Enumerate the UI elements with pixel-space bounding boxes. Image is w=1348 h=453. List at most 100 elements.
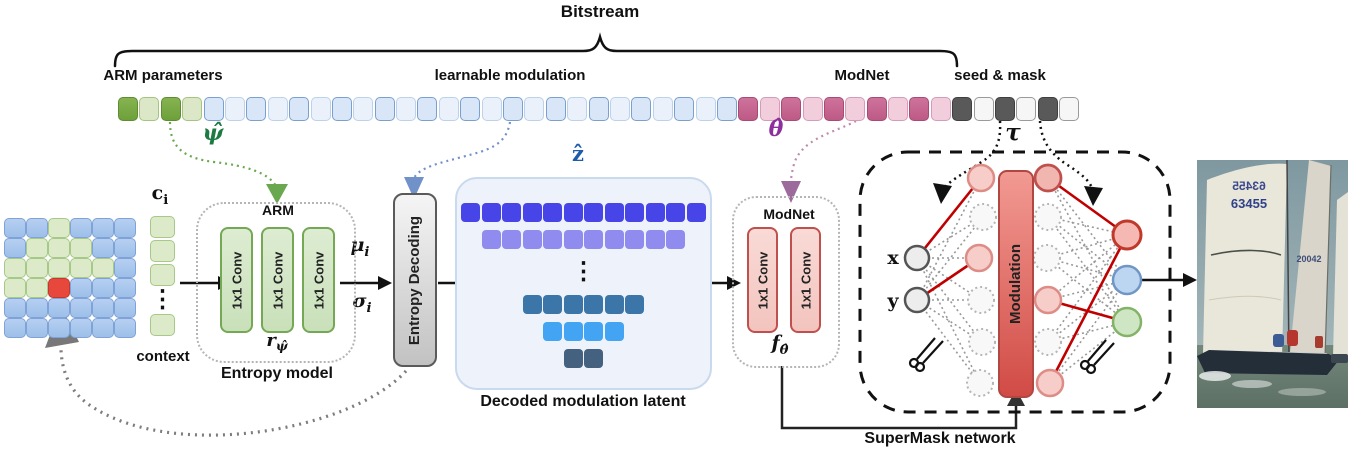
input-label-y: y bbox=[886, 290, 899, 312]
modulation-bar: Modulation bbox=[998, 170, 1034, 398]
theta-hat-label: θ̂ bbox=[768, 116, 784, 142]
latent-cell bbox=[666, 203, 686, 222]
latent-cell bbox=[563, 349, 583, 368]
latent-cell bbox=[625, 295, 645, 314]
grid-cell bbox=[70, 298, 92, 318]
grid-cell bbox=[114, 238, 136, 258]
bitstream-cell bbox=[417, 97, 438, 121]
grid-cell bbox=[92, 298, 114, 318]
grid-cell bbox=[114, 218, 136, 238]
grid-cell bbox=[114, 318, 136, 338]
context-cell bbox=[150, 264, 175, 286]
grid-cell bbox=[26, 258, 48, 278]
bitstream-brace bbox=[113, 32, 959, 68]
latent-cell bbox=[563, 295, 583, 314]
grid-cell bbox=[70, 318, 92, 338]
grid-cell bbox=[4, 258, 26, 278]
latent-row bbox=[522, 295, 645, 314]
latent-caption: Decoded modulation latent bbox=[480, 393, 686, 410]
latent-cell bbox=[543, 295, 563, 314]
bitstream-cell bbox=[374, 97, 395, 121]
latent-cell bbox=[563, 203, 583, 222]
arrow-latent-to-modnet bbox=[711, 276, 741, 290]
grid-cell bbox=[26, 218, 48, 238]
section-label-seed-mask: seed & mask bbox=[954, 67, 1046, 84]
entropy-model-box bbox=[196, 202, 356, 363]
grid-cell bbox=[70, 218, 92, 238]
grid-cell bbox=[48, 298, 70, 318]
bitstream-cell bbox=[203, 97, 224, 121]
latent-cell bbox=[584, 230, 604, 249]
latent-cell bbox=[584, 203, 604, 222]
latent-cell bbox=[686, 203, 706, 222]
bitstream-cell bbox=[118, 97, 138, 121]
bitstream-cell bbox=[396, 97, 417, 121]
latent-cell bbox=[481, 203, 501, 222]
supermask-caption: SuperMask network bbox=[864, 430, 1016, 447]
bitstream-cell bbox=[438, 97, 459, 121]
latent-cell bbox=[543, 203, 563, 222]
latent-cell bbox=[666, 230, 686, 249]
bitstream-cell bbox=[246, 97, 267, 121]
bitstream-cell bbox=[1016, 97, 1037, 121]
network-nodes bbox=[903, 163, 1143, 398]
latent-cell bbox=[502, 203, 522, 222]
bitstream-cell bbox=[995, 97, 1016, 121]
grid-cell bbox=[4, 218, 26, 238]
bitstream-cell bbox=[567, 97, 588, 121]
latent-cell bbox=[584, 322, 604, 341]
arrow-entropy-to-decoding bbox=[340, 276, 392, 290]
latent-cell bbox=[543, 322, 563, 341]
grid-cell bbox=[26, 278, 48, 298]
grid-cell bbox=[48, 278, 70, 298]
output-node-green bbox=[1111, 306, 1143, 338]
arrow-psi-to-arm bbox=[168, 121, 288, 204]
bitstream-cell bbox=[524, 97, 545, 121]
arm-conv-1: 1x1 Conv bbox=[220, 227, 253, 333]
bitstream-cell bbox=[888, 97, 909, 121]
bitstream-cell bbox=[909, 97, 930, 121]
grid-cell bbox=[70, 258, 92, 278]
grid-cell bbox=[70, 278, 92, 298]
context-cell bbox=[150, 240, 175, 262]
arrow-tau-left bbox=[933, 120, 1002, 204]
bitstream-cell bbox=[331, 97, 352, 121]
bitstream-cell bbox=[695, 97, 716, 121]
section-label-arm-parameters: ARM parameters bbox=[103, 67, 223, 84]
bitstream-cell bbox=[481, 97, 502, 121]
bitstream-cell bbox=[139, 97, 160, 121]
context-cell bbox=[150, 216, 175, 238]
latent-cell bbox=[625, 230, 645, 249]
arm-conv-2: 1x1 Conv bbox=[261, 227, 294, 333]
modnet-conv-2: 1x1 Conv bbox=[790, 227, 821, 333]
scissors-icon bbox=[1079, 339, 1115, 375]
entropy-model-caption: Entropy model bbox=[220, 365, 334, 382]
rate-function-label: rψ̂ bbox=[266, 330, 288, 354]
context-label: context bbox=[136, 348, 190, 365]
bitstream-cell bbox=[716, 97, 737, 121]
z-hat-label: ẑ bbox=[572, 141, 584, 166]
psi-hat-label: ψ̂ bbox=[202, 120, 224, 146]
bitstream-cell bbox=[503, 97, 524, 121]
context-ellipsis: ⋮ bbox=[150, 286, 175, 313]
latent-row bbox=[461, 203, 706, 222]
bitstream-cell bbox=[738, 97, 759, 121]
latent-cell bbox=[522, 203, 542, 222]
arrow-modulation-to-decoding bbox=[404, 121, 512, 199]
latent-row bbox=[563, 349, 604, 368]
section-label-learnable-modulation: learnable modulation bbox=[434, 67, 586, 84]
latent-cell bbox=[625, 203, 645, 222]
latent-row bbox=[481, 230, 686, 249]
latent-cell bbox=[645, 230, 665, 249]
bitstream-cell bbox=[588, 97, 609, 121]
tau-label: τ bbox=[1005, 119, 1021, 146]
grid-cell bbox=[4, 238, 26, 258]
context-column: ⋮ bbox=[150, 216, 175, 336]
bitstream-cell bbox=[781, 97, 802, 121]
bitstream-cell bbox=[224, 97, 245, 121]
bitstream-cell bbox=[952, 97, 973, 121]
sail-number-mirrored: 63455 bbox=[1232, 179, 1266, 193]
latent-ellipsis: ⋮ bbox=[571, 258, 596, 285]
grid-cell bbox=[114, 298, 136, 318]
